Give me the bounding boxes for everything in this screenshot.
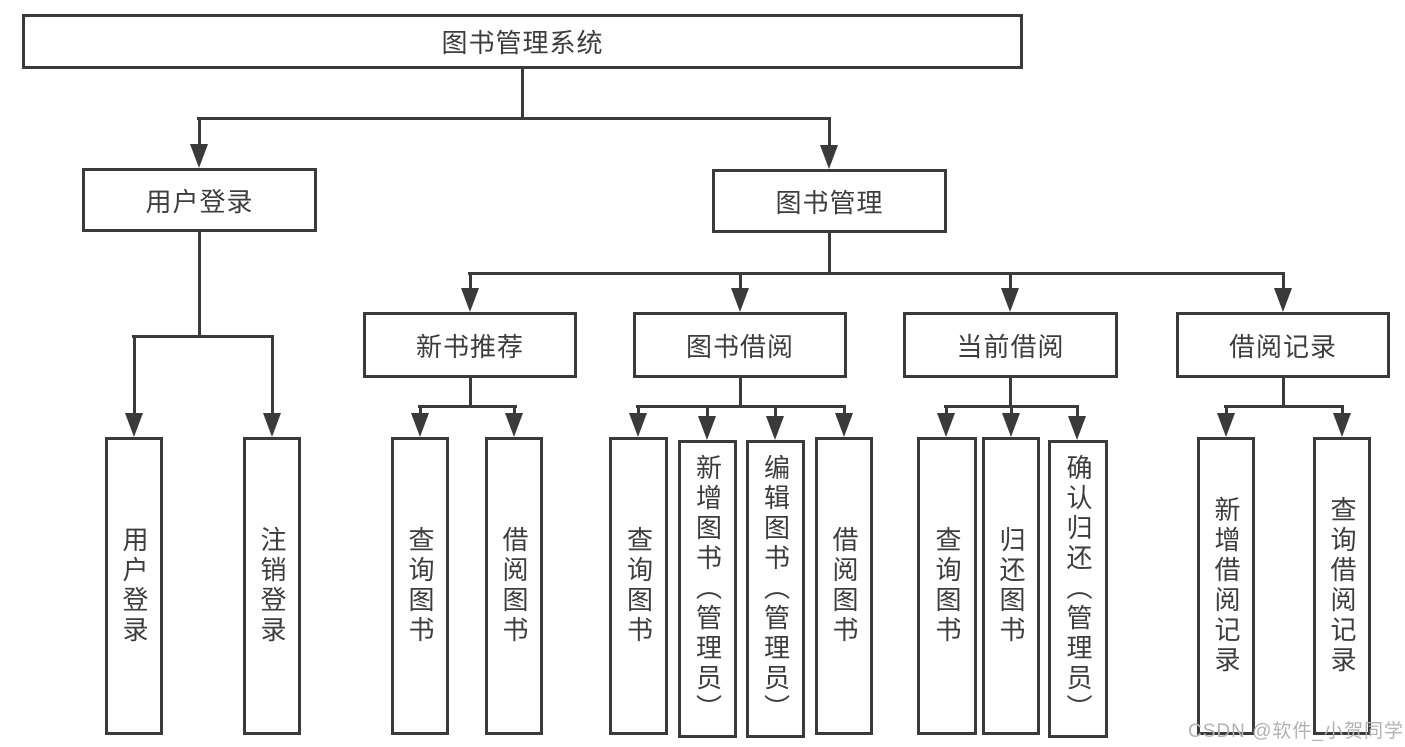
connector-level2-stub [828,233,831,274]
connector-g1-hline [132,335,274,338]
connector-g4-drop-1 [945,405,948,415]
connector-g3-drop-3 [774,405,777,418]
connector-level1-hline [197,117,831,120]
connector-g3-drop-1 [637,405,640,415]
connector-g5-hline [1224,405,1344,408]
connector-g3-drop-2 [706,405,709,418]
connector-level2-drop-2 [739,272,742,290]
leaf-logout: 注销登录 [243,437,301,735]
arrow-to-book-borrowing [731,288,749,312]
connector-g4-drop-3 [1076,405,1079,418]
connector-level2-drop-3 [1009,272,1012,290]
leaf-edit-books-admin: 编辑图书（管理员） [746,440,805,738]
node-borrowing-records: 借阅记录 [1176,312,1390,378]
arrow-g4-confirm-return [1068,416,1086,440]
connector-g2-hline [418,405,517,408]
arrow-g5-query-record [1333,413,1351,437]
arrow-g5-add-record [1217,413,1235,437]
connector-g5-drop-1 [1225,405,1228,415]
arrow-to-current-borrowing [1001,288,1019,312]
connector-g1-drop-1 [133,335,136,413]
csdn-watermark: CSDN @软件_小贺同学 [1188,721,1404,742]
leaf-query-borrow-record: 查询借阅记录 [1313,437,1371,735]
arrow-g2-borrow-books [505,413,523,437]
arrow-g2-query-books [411,413,429,437]
arrow-g4-return-books [1002,413,1020,437]
leaf-current-query-books: 查询图书 [917,437,977,735]
leaf-recommend-query-books: 查询图书 [391,437,449,735]
connector-g3-hline [636,405,846,408]
arrow-g3-edit-books [766,416,784,440]
arrow-to-borrowing-records [1274,288,1292,312]
connector-g3-drop-4 [843,405,846,415]
connector-level2-hline [468,272,1285,275]
leaf-user-login: 用户登录 [105,437,163,735]
arrow-g3-query-books [629,413,647,437]
node-root: 图书管理系统 [22,14,1023,69]
node-user-login: 用户登录 [82,168,317,232]
connector-level1-drop-right [828,117,831,146]
node-book-management: 图书管理 [712,169,947,233]
leaf-borrowing-query-books: 查询图书 [609,437,668,735]
arrow-g3-add-books [698,416,716,440]
connector-g2-drop-2 [513,405,516,415]
connector-g1-stub [198,232,201,337]
leaf-add-borrow-record: 新增借阅记录 [1197,437,1255,735]
connector-level2-drop-1 [469,272,472,290]
leaf-return-books: 归还图书 [982,437,1040,735]
connector-level2-drop-4 [1282,272,1285,290]
connector-g2-drop-1 [419,405,422,415]
arrow-to-user-login [190,144,208,168]
node-new-book-recommend: 新书推荐 [363,312,577,378]
connector-g2-stub [469,377,472,407]
leaf-confirm-return-admin: 确认归还（管理员） [1048,440,1108,738]
arrow-to-book-management [820,145,838,169]
node-book-borrowing: 图书借阅 [633,312,847,378]
connector-g4-stub [1009,377,1012,407]
leaf-borrowing-borrow-books: 借阅图书 [815,437,873,735]
leaf-add-books-admin: 新增图书（管理员） [678,440,737,738]
connector-level1-drop-left [198,117,201,146]
arrow-g3-borrow-books [835,413,853,437]
connector-root-stub [521,69,524,119]
leaf-recommend-borrow-books: 借阅图书 [485,437,543,735]
arrow-to-leaf-logout [263,413,281,437]
node-current-borrowing: 当前借阅 [903,312,1118,378]
connector-g5-drop-2 [1341,405,1344,415]
arrow-to-leaf-user-login [125,413,143,437]
arrow-to-new-book-recommend [461,288,479,312]
connector-g4-drop-2 [1010,405,1013,415]
connector-g1-drop-2 [271,335,274,413]
arrow-g4-query-books [937,413,955,437]
connector-g5-stub [1282,377,1285,407]
connector-g3-stub [739,377,742,407]
